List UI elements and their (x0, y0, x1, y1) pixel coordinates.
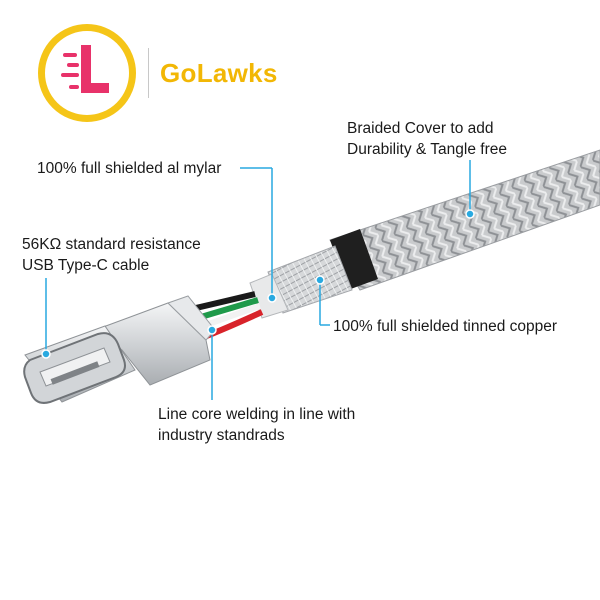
callout-resistance-line2: USB Type-C cable (22, 257, 150, 274)
callout-welding-line1: Line core welding in line with (158, 406, 356, 423)
callout-braided-cover-line2: Durability & Tangle free (347, 141, 507, 158)
callout-resistance: 56KΩ standard resistance USB Type-C cabl… (22, 234, 201, 276)
callout-welding-line2: industry standrads (158, 427, 285, 444)
brand-name: GoLawks (160, 58, 278, 88)
logo-divider (148, 48, 149, 98)
callout-welding: Line core welding in line with industry … (158, 404, 355, 446)
callout-braided-cover-line1: Braided Cover to add (347, 120, 494, 137)
callout-leader-lines (41, 160, 475, 400)
callout-braided-cover: Braided Cover to add Durability & Tangle… (347, 118, 507, 160)
black-ferrule (330, 229, 378, 290)
usb-c-connector (23, 295, 216, 404)
brand-logo (38, 24, 136, 122)
callout-mylar: 100% full shielded al mylar (37, 160, 222, 177)
callout-resistance-line1: 56KΩ standard resistance (22, 236, 201, 253)
callout-tinned-copper: 100% full shielded tinned copper (333, 318, 558, 335)
logo-letter-mark (61, 45, 109, 93)
